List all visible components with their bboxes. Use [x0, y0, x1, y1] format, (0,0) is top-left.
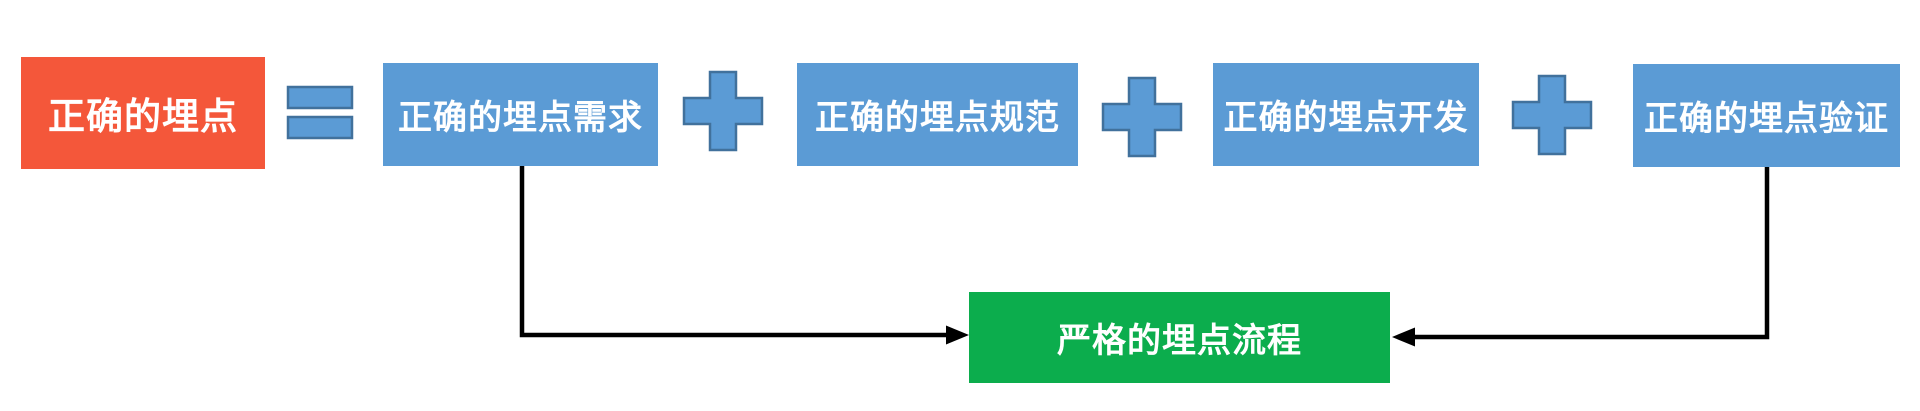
node-tracking-specification: 正确的埋点规范 — [797, 63, 1078, 166]
arrowhead-left-icon — [1392, 327, 1415, 347]
node-tracking-verification: 正确的埋点验证 — [1633, 64, 1900, 167]
equals-icon — [286, 85, 354, 140]
plus-icon — [682, 70, 764, 152]
connector-right-elbow — [1413, 167, 1770, 340]
plus-icon — [1511, 74, 1593, 156]
node-tracking-specification-label: 正确的埋点规范 — [815, 100, 1060, 137]
node-correct-tracking-label: 正确的埋点 — [48, 97, 238, 138]
node-correct-tracking: 正确的埋点 — [21, 57, 265, 169]
node-tracking-development-label: 正确的埋点开发 — [1223, 100, 1469, 137]
node-tracking-development: 正确的埋点开发 — [1213, 63, 1479, 166]
node-tracking-verification-label: 正确的埋点验证 — [1644, 101, 1889, 138]
connector-left-elbow — [519, 166, 948, 338]
node-tracking-requirement-label: 正确的埋点需求 — [398, 100, 643, 137]
arrowhead-right-icon — [946, 325, 969, 345]
node-strict-tracking-process: 严格的埋点流程 — [969, 292, 1390, 383]
node-tracking-requirement: 正确的埋点需求 — [383, 63, 658, 166]
node-strict-tracking-process-label: 严格的埋点流程 — [1057, 323, 1302, 360]
plus-icon — [1101, 76, 1183, 158]
